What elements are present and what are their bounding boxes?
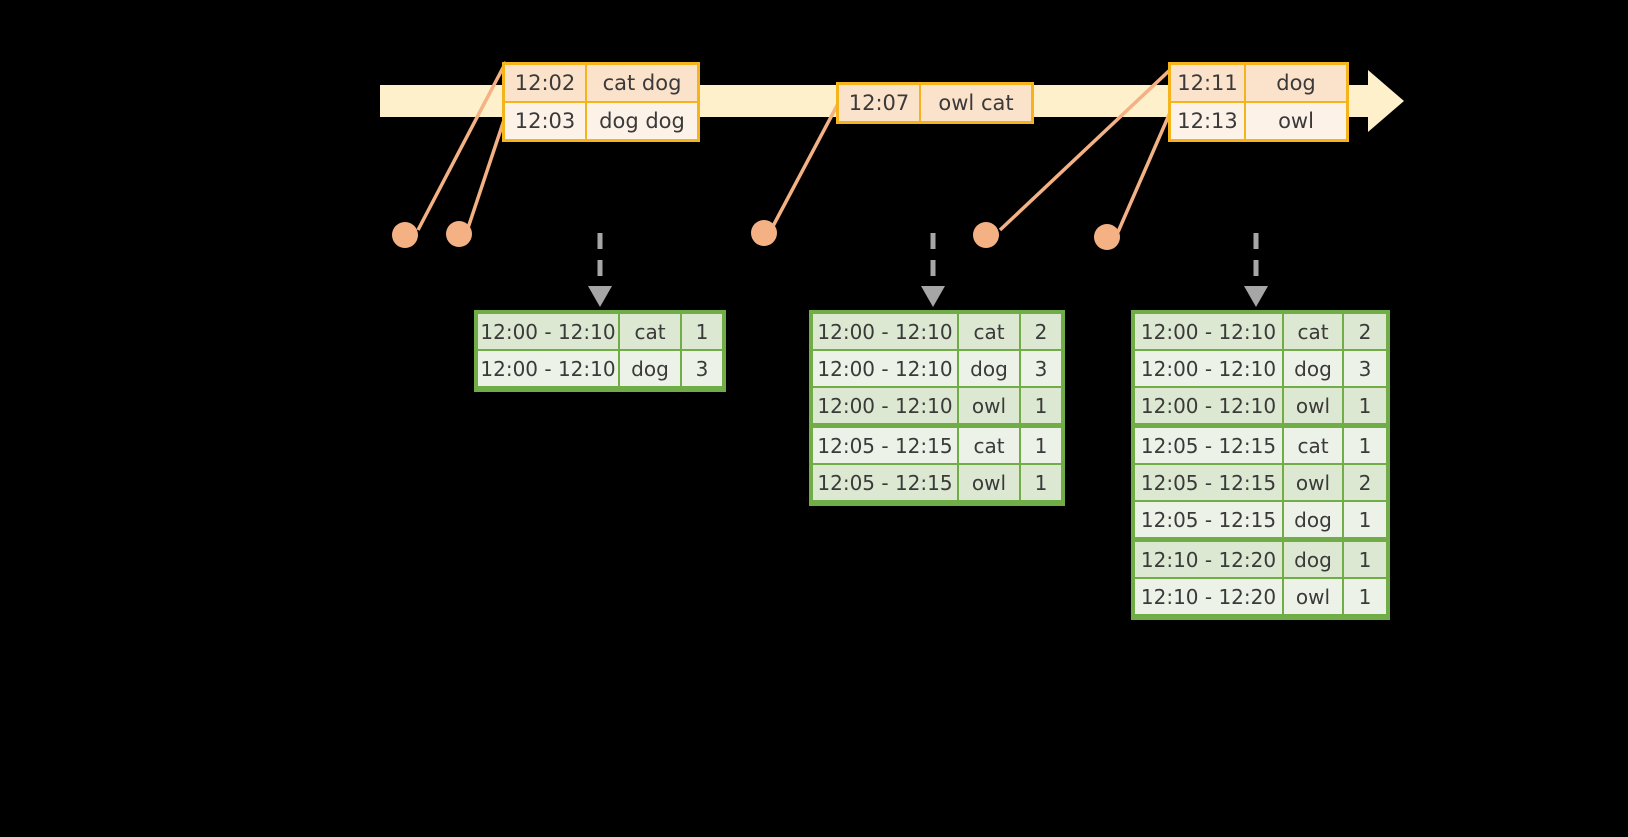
count-cell: 1 — [1344, 388, 1386, 423]
word-cell: cat — [959, 314, 1019, 349]
flow-arrow-2 — [921, 233, 945, 307]
connector-line-5 — [1116, 107, 1174, 233]
row-group-separator — [1135, 539, 1386, 542]
event-words: dog dog — [587, 103, 697, 139]
event-row: 12:03 dog dog — [505, 101, 697, 139]
window-cell: 12:05 - 12:15 — [813, 428, 957, 463]
window-cell: 12:10 - 12:20 — [1135, 579, 1282, 614]
window-cell: 12:05 - 12:15 — [1135, 502, 1282, 537]
count-cell: 1 — [1344, 579, 1386, 614]
event-time: 12:02 — [505, 65, 587, 101]
word-cell: cat — [620, 314, 680, 349]
event-words: owl cat — [921, 85, 1031, 121]
event-box-group-1: 12:02 cat dog 12:03 dog dog — [502, 62, 700, 142]
event-row: 12:11 dog — [1171, 65, 1346, 101]
event-box-group-2: 12:07 owl cat — [836, 82, 1034, 124]
word-cell: cat — [959, 428, 1019, 463]
event-row: 12:13 owl — [1171, 101, 1346, 139]
window-cell: 12:00 - 12:10 — [478, 314, 618, 349]
window-cell: 12:00 - 12:10 — [1135, 314, 1282, 349]
window-cell: 12:10 - 12:20 — [1135, 542, 1282, 577]
word-cell: dog — [959, 351, 1019, 386]
word-cell: owl — [959, 465, 1019, 500]
origin-dot — [446, 221, 472, 247]
word-cell: owl — [1284, 579, 1342, 614]
count-cell: 3 — [682, 351, 722, 386]
word-cell: owl — [959, 388, 1019, 423]
count-cell: 1 — [1344, 428, 1386, 463]
window-cell: 12:00 - 12:10 — [813, 314, 957, 349]
connector-line-2 — [466, 119, 506, 229]
word-cell: dog — [620, 351, 680, 386]
window-cell: 12:00 - 12:10 — [478, 351, 618, 386]
timeline-arrowhead-icon — [1368, 70, 1404, 132]
word-cell: dog — [1284, 351, 1342, 386]
window-cell: 12:05 - 12:15 — [1135, 465, 1282, 500]
count-cell: 1 — [1021, 388, 1061, 423]
count-cell: 1 — [1344, 502, 1386, 537]
event-time: 12:11 — [1171, 65, 1246, 101]
count-cell: 2 — [1344, 314, 1386, 349]
word-cell: dog — [1284, 502, 1342, 537]
origin-dot — [1094, 224, 1120, 250]
origin-dot — [973, 222, 999, 248]
window-cell: 12:00 - 12:10 — [1135, 351, 1282, 386]
count-cell: 2 — [1021, 314, 1061, 349]
count-cell: 1 — [1021, 465, 1061, 500]
count-cell: 3 — [1344, 351, 1386, 386]
count-cell: 1 — [1344, 542, 1386, 577]
event-row: 12:07 owl cat — [839, 85, 1031, 121]
event-time: 12:13 — [1171, 103, 1246, 139]
word-cell: cat — [1284, 428, 1342, 463]
event-words: cat dog — [587, 65, 697, 101]
flow-arrow-1 — [588, 233, 612, 307]
count-cell: 1 — [682, 314, 722, 349]
event-time: 12:07 — [839, 85, 921, 121]
event-row: 12:02 cat dog — [505, 65, 697, 101]
event-words: owl — [1246, 103, 1346, 139]
row-group-separator — [813, 425, 1061, 428]
origin-dot — [392, 222, 418, 248]
origin-dot — [751, 220, 777, 246]
word-cell: cat — [1284, 314, 1342, 349]
word-cell: owl — [1284, 465, 1342, 500]
flow-arrow-3 — [1244, 233, 1268, 307]
row-group-separator — [1135, 425, 1386, 428]
event-box-group-3: 12:11 dog 12:13 owl — [1168, 62, 1349, 142]
event-words: dog — [1246, 65, 1346, 101]
count-cell: 1 — [1021, 428, 1061, 463]
word-cell: owl — [1284, 388, 1342, 423]
count-cell: 2 — [1344, 465, 1386, 500]
window-cell: 12:00 - 12:10 — [813, 351, 957, 386]
window-cell: 12:00 - 12:10 — [1135, 388, 1282, 423]
connector-line-3 — [770, 99, 842, 229]
window-cell: 12:05 - 12:15 — [1135, 428, 1282, 463]
count-cell: 3 — [1021, 351, 1061, 386]
word-cell: dog — [1284, 542, 1342, 577]
event-time: 12:03 — [505, 103, 587, 139]
window-cell: 12:00 - 12:10 — [813, 388, 957, 423]
window-cell: 12:05 - 12:15 — [813, 465, 957, 500]
